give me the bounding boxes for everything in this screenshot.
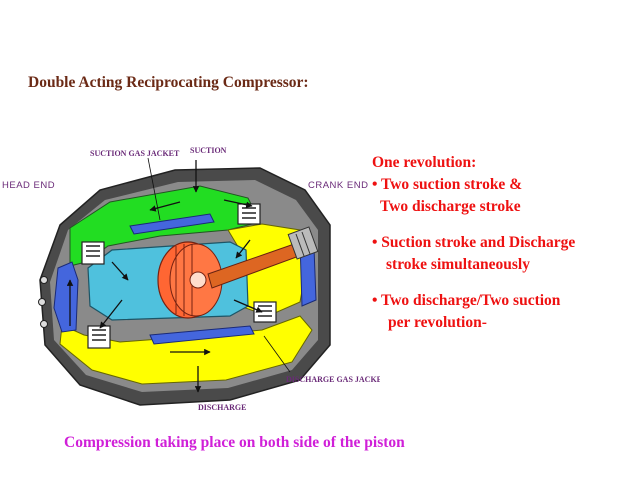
flow-arrows <box>66 160 263 393</box>
note-heading: One revolution: <box>372 154 477 171</box>
footer-caption: Compression taking place on both side of… <box>64 434 405 451</box>
compressor-diagram: SUCTION GAS JACKET SUCTION HEAD END CRAN… <box>2 146 380 412</box>
label-discharge-gas-jacket: DISCHARGE GAS JACKET <box>286 375 380 384</box>
note-bullet-1-cont: Two discharge stroke <box>380 198 521 215</box>
label-suction: SUCTION <box>190 146 227 155</box>
gas-passages <box>53 213 317 345</box>
label-head-end: HEAD END <box>2 180 55 191</box>
note-bullet-3-cont: per revolution- <box>388 314 487 331</box>
piston <box>157 241 223 319</box>
note-bullet-2-cont: stroke simultaneously <box>386 256 530 273</box>
label-leaders <box>147 157 291 373</box>
notes-panel: One revolution: • Two suction stroke & T… <box>372 152 634 334</box>
head-bolts <box>38 276 48 328</box>
valves <box>81 203 277 349</box>
label-crank-end: CRANK END <box>308 180 368 191</box>
label-discharge: DISCHARGE <box>198 403 246 412</box>
label-suction-gas-jacket: SUCTION GAS JACKET <box>90 149 180 158</box>
packing-gland <box>287 226 319 260</box>
note-bullet-1: • Two suction stroke & <box>372 176 523 193</box>
note-bullet-2: • Suction stroke and Discharge <box>372 234 576 251</box>
slide-title: Double Acting Reciprocating Compressor: <box>28 74 309 91</box>
note-bullet-3: • Two discharge/Two suction <box>372 292 561 309</box>
